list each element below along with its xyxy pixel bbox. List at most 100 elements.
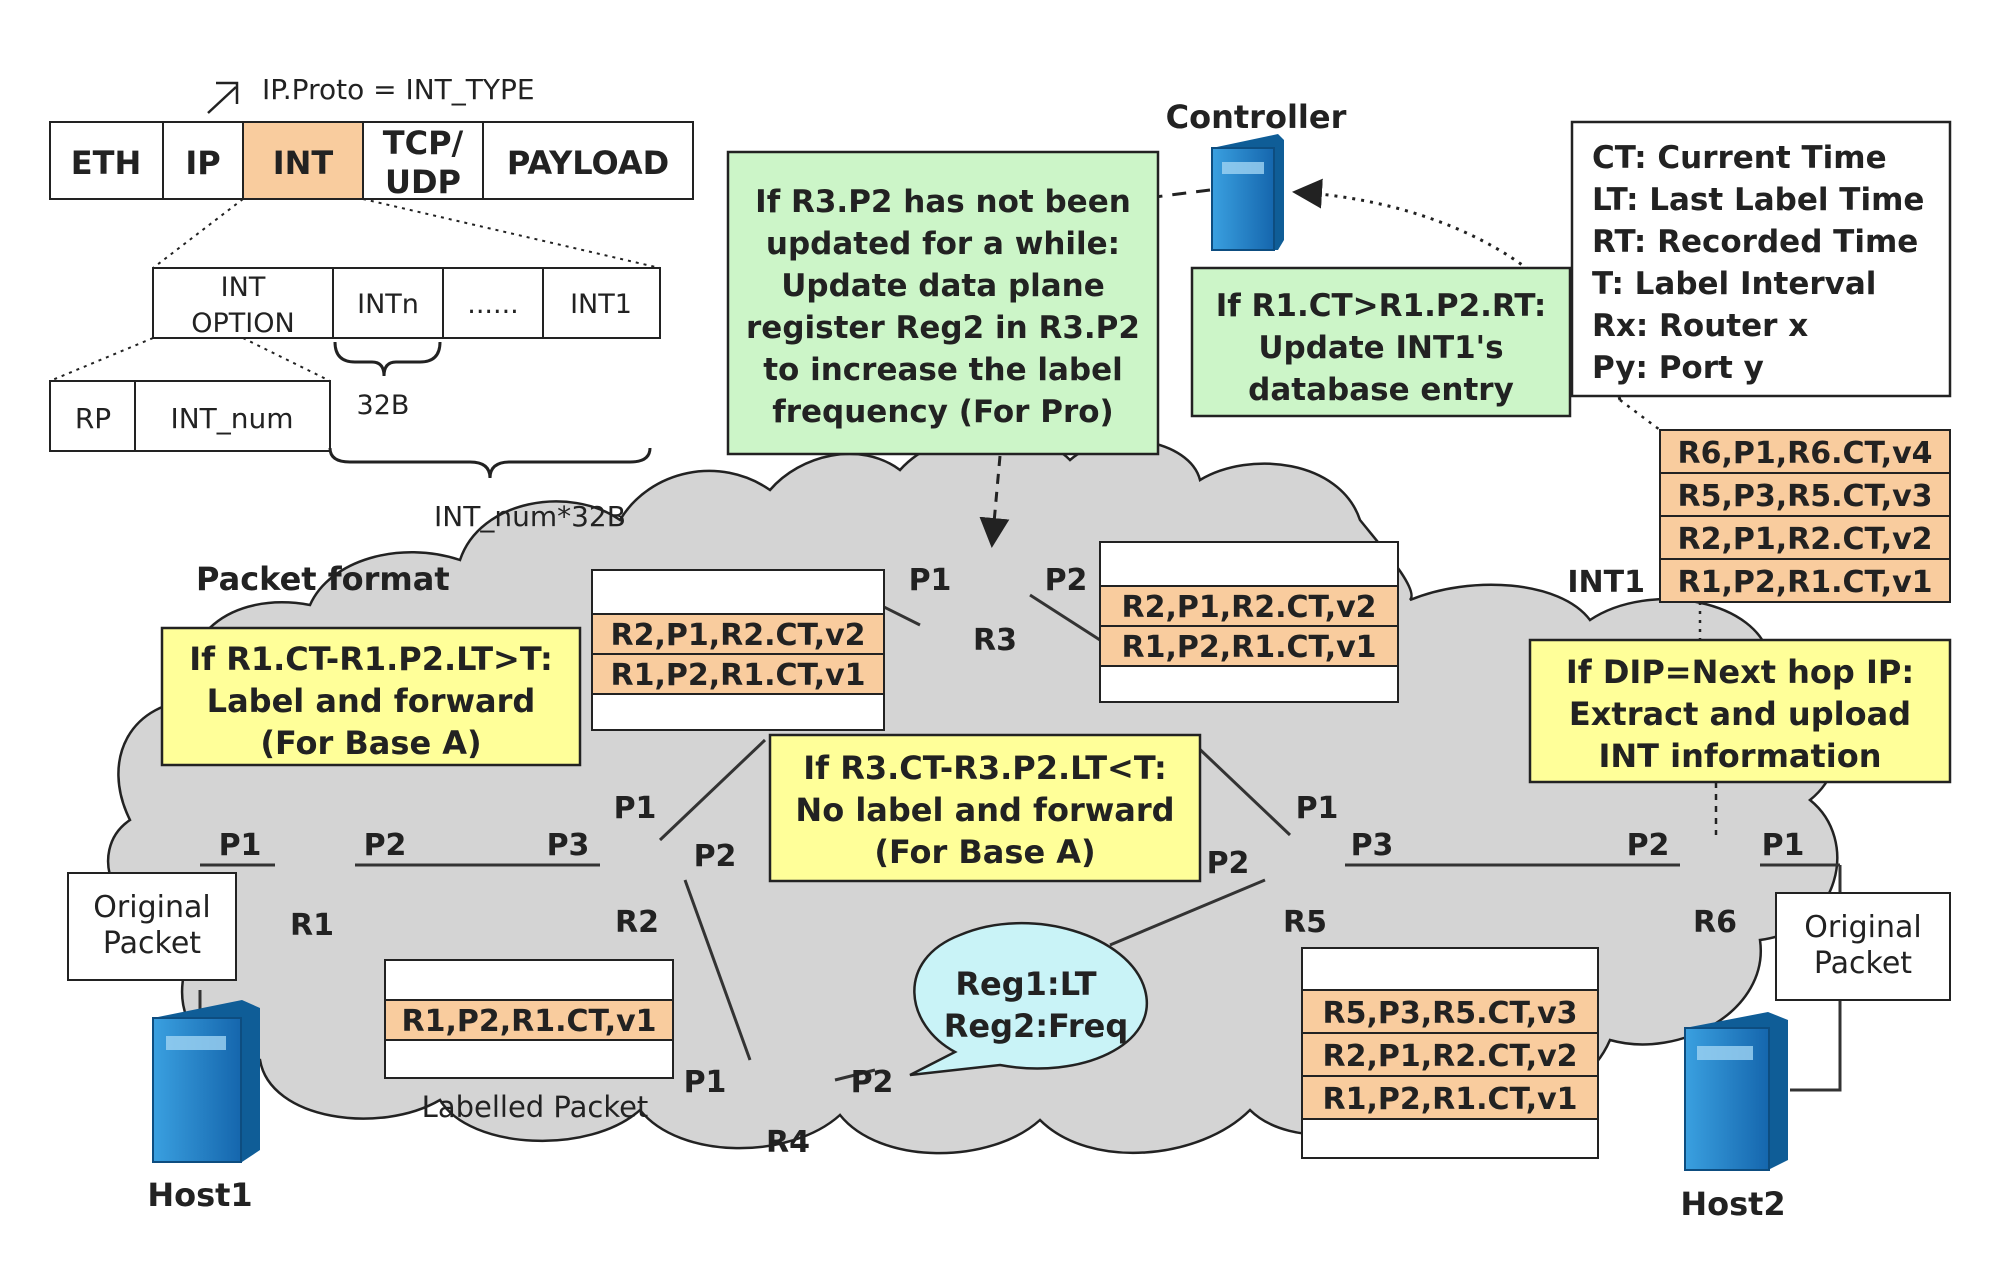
tcp-udp-label: TCP/UDP xyxy=(383,124,464,201)
r4-label: R4 xyxy=(766,1125,810,1160)
host2-server-icon xyxy=(1684,1012,1788,1171)
yellow-r6-line-2: Extract and upload xyxy=(1569,695,1911,733)
r2-port-p1: P1 xyxy=(614,791,657,826)
legend-py: Py: Port y xyxy=(1592,350,1764,386)
yellow-box-r1-rule: If R1.CT-R1.P2.LT>T: Label and forward (… xyxy=(160,626,582,767)
r5-port-p1: P1 xyxy=(1296,791,1339,826)
int-label: INT xyxy=(273,144,334,182)
stack-r2r3-row-1: R2,P1,R2.CT,v2 xyxy=(610,618,865,653)
green-box-int1-rule: If R1.CT>R1.P2.RT: Update INT1's databas… xyxy=(1190,266,1572,418)
proto-label: IP.Proto = INT_TYPE xyxy=(262,73,535,106)
int-expand-lines xyxy=(152,198,661,269)
green-r3-arrow xyxy=(979,455,1010,548)
packet-format: IP.Proto = INT_TYPE ETH IP INT TCP/UDP P… xyxy=(49,73,694,598)
legend-lt: LT: Last Label Time xyxy=(1592,182,1924,218)
r2-port-p2: P2 xyxy=(694,839,737,874)
ip-field xyxy=(162,121,244,200)
r2-port-p3: P3 xyxy=(547,828,590,863)
yellow-r6-line-1: If DIP=Next hop IP: xyxy=(1566,653,1914,691)
controller-label: Controller xyxy=(1166,98,1347,136)
legend-box: CT: Current Time LT: Last Label Time RT:… xyxy=(1570,120,1952,398)
yellow-r3-line-2: No label and forward xyxy=(795,791,1174,829)
bubble-line-1: Reg1:LT xyxy=(955,965,1096,1003)
green-r3-line-4: register Reg2 in R3.P2 xyxy=(746,310,1140,346)
yellow-box-r3-rule: If R3.CT-R3.P2.LT<T: No label and forwar… xyxy=(768,733,1202,883)
int-stack-r2-r3: R2,P1,R2.CT,v2 R1,P2,R1.CT,v1 xyxy=(591,569,885,731)
green-int1-line-3: database entry xyxy=(1248,372,1514,408)
int-detail-row xyxy=(152,267,661,339)
stack-r5r6-row-2: R2,P1,R2.CT,v2 xyxy=(1322,1039,1577,1074)
r5-label: R5 xyxy=(1283,905,1327,940)
stack-r3r5-row-2: R1,P2,R1.CT,v1 xyxy=(1121,630,1376,665)
r1-port-p2: P2 xyxy=(364,828,407,863)
green-int1-line-2: Update INT1's xyxy=(1258,330,1503,366)
rp-label: RP xyxy=(75,402,111,435)
packet-format-caption: Packet format xyxy=(196,560,450,598)
int-stack-r3-r5: R2,P1,R2.CT,v2 R1,P2,R1.CT,v1 xyxy=(1099,541,1399,703)
yellow-r3-line-3: (For Base A) xyxy=(874,833,1095,871)
green-int1-line-1: If R1.CT>R1.P2.RT: xyxy=(1216,288,1547,324)
int-field xyxy=(242,121,364,200)
option-expand-lines xyxy=(49,337,331,382)
stack-r5r6-row-1: R5,P3,R5.CT,v3 xyxy=(1322,996,1577,1031)
green-r3-line-2: updated for a while: xyxy=(766,226,1120,262)
r1-port-p1: P1 xyxy=(219,828,262,863)
yellow-r1-line-3: (For Base A) xyxy=(260,724,481,762)
stack-r2r3-row-2: R1,P2,R1.CT,v1 xyxy=(610,658,865,693)
option-detail-row xyxy=(49,380,331,452)
int1-db-row-3: R2,P1,R2.CT,v2 xyxy=(1677,522,1932,557)
register-bubble: Reg1:LT Reg2:Freq xyxy=(909,921,1148,1077)
int1-db-label: INT1 xyxy=(1567,565,1645,600)
eth-field xyxy=(49,121,164,200)
yellow-box-r6-rule: If DIP=Next hop IP: Extract and upload I… xyxy=(1528,638,1952,784)
int1-field-label: INT1 xyxy=(570,289,632,320)
r2-label: R2 xyxy=(615,905,659,940)
tcp-udp-field xyxy=(362,121,484,200)
host1-label: Host1 xyxy=(147,1176,252,1214)
payload-field xyxy=(482,121,694,200)
int-num-label: INT_num xyxy=(170,402,293,435)
host2-label: Host2 xyxy=(1680,1185,1785,1223)
yellow-r1-line-1: If R1.CT-R1.P2.LT>T: xyxy=(189,640,552,678)
legend-ct: CT: Current Time xyxy=(1592,140,1887,176)
brace-32b xyxy=(333,341,442,377)
r4-port-p1: P1 xyxy=(684,1065,727,1100)
r3-label: R3 xyxy=(973,623,1017,658)
r3-port-p1: P1 xyxy=(909,563,952,598)
server-icon xyxy=(1211,134,1284,251)
stack-r1r2-row-1: R1,P2,R1.CT,v1 xyxy=(401,1004,656,1039)
intn-label: INTn xyxy=(357,289,419,320)
stack-r3r5-row-1: R2,P1,R2.CT,v2 xyxy=(1121,590,1376,625)
int-stack-r5-r6: R5,P3,R5.CT,v3 R2,P1,R2.CT,v2 R1,P2,R1.C… xyxy=(1301,947,1599,1159)
r5-port-p2: P2 xyxy=(1207,846,1250,881)
int1-field xyxy=(542,267,661,339)
eth-label: ETH xyxy=(71,144,141,182)
int-stack-r1-r2: R1,P2,R1.CT,v1 Labelled Packet xyxy=(384,959,674,1124)
r5-port-p3: P3 xyxy=(1351,828,1394,863)
size-32b-label: 32B xyxy=(357,390,410,421)
r3-port-p2: P2 xyxy=(1045,563,1088,598)
green-r3-line-6: frequency (For Pro) xyxy=(772,394,1113,430)
proto-arrow-icon xyxy=(207,81,239,114)
yellow-r3-line-1: If R3.CT-R3.P2.LT<T: xyxy=(803,749,1166,787)
controller: Controller xyxy=(1154,98,1622,401)
controller-dashed-line xyxy=(1154,188,1211,199)
int1-db-row-4: R1,P2,R1.CT,v1 xyxy=(1677,565,1932,600)
r6-port-p1: P1 xyxy=(1762,828,1805,863)
green-box-r3-rule: If R3.P2 has not been updated for a whil… xyxy=(726,150,1160,456)
r6-label: R6 xyxy=(1693,905,1737,940)
payload-label: PAYLOAD xyxy=(507,144,669,182)
int1-db-row-2: R5,P3,R5.CT,v3 xyxy=(1677,479,1932,514)
green-r3-line-3: Update data plane xyxy=(781,268,1105,304)
int1-database-stack: R6,P1,R6.CT,v4 R5,P3,R5.CT,v3 R2,P1,R2.C… xyxy=(1567,399,1951,640)
int-num-field xyxy=(134,380,331,452)
brace-total xyxy=(328,447,652,479)
int-ellipsis-label: ...... xyxy=(467,289,519,320)
bubble-line-2: Reg2:Freq xyxy=(944,1007,1129,1045)
